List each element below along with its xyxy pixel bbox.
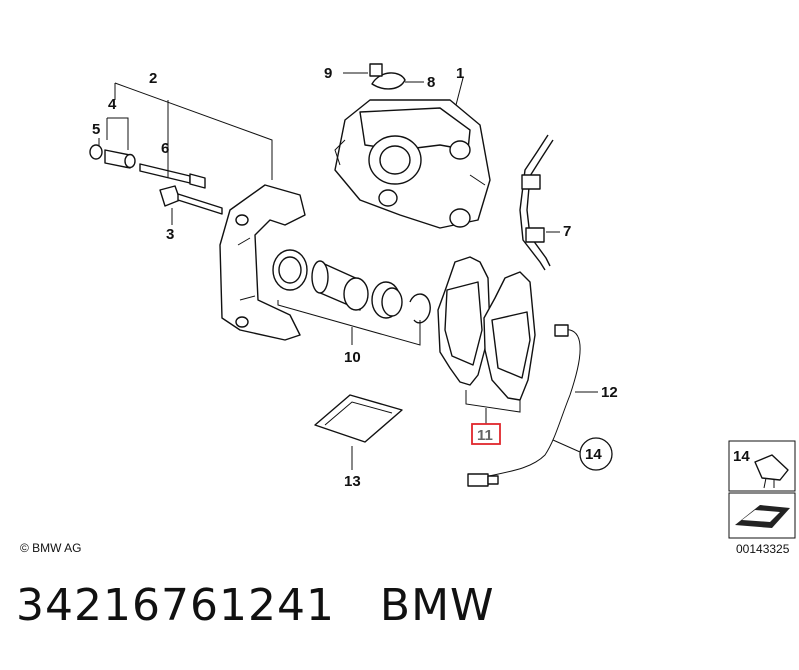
bolt (159, 185, 181, 207)
callout-13: 13 (344, 473, 361, 490)
reference-inset: 14 00143325 (728, 440, 796, 556)
callout-6: 6 (161, 140, 169, 157)
callout-3: 3 (166, 226, 174, 243)
part-footer: 34216761241 BMW (16, 584, 495, 628)
callout-1: 1 (456, 65, 464, 82)
callout-9: 9 (324, 65, 332, 82)
caliper-housing: 1 (334, 65, 491, 229)
callout-5: 5 (92, 121, 100, 138)
copyright-text: © BMW AG (20, 541, 82, 555)
brand-name: BMW (379, 580, 495, 631)
caliper-carrier (219, 184, 306, 341)
part-number: 34216761241 (16, 580, 335, 631)
guide-pins-and-bolts: 2 4 5 6 3 (89, 70, 273, 243)
callout-10: 10 (344, 349, 361, 366)
callout-11-highlight-box (471, 423, 501, 445)
dust-cap (89, 144, 103, 160)
anti-rattle-spring: 7 (519, 134, 571, 271)
callout-14: 14 (585, 446, 602, 463)
piston-repair-kit: 10 (272, 249, 431, 366)
guide-pin (139, 163, 191, 184)
diagram-number: 00143325 (736, 542, 790, 556)
clip-icon (754, 454, 789, 481)
callout-7: 7 (563, 223, 571, 240)
cable-clip-callout: 14 (552, 437, 613, 471)
callout-11: 11 (477, 427, 493, 444)
callout-4: 4 (108, 96, 117, 113)
brake-pad-set: 11 (437, 256, 536, 445)
grease-packet: 13 (314, 394, 403, 490)
inset-callout-14: 14 (733, 448, 750, 465)
brake-wear-sensor: 12 (467, 324, 618, 487)
callout-8: 8 (427, 74, 435, 91)
callout-12: 12 (601, 384, 618, 401)
callout-2: 2 (149, 70, 157, 87)
clip-and-screw: 9 8 (324, 63, 435, 91)
